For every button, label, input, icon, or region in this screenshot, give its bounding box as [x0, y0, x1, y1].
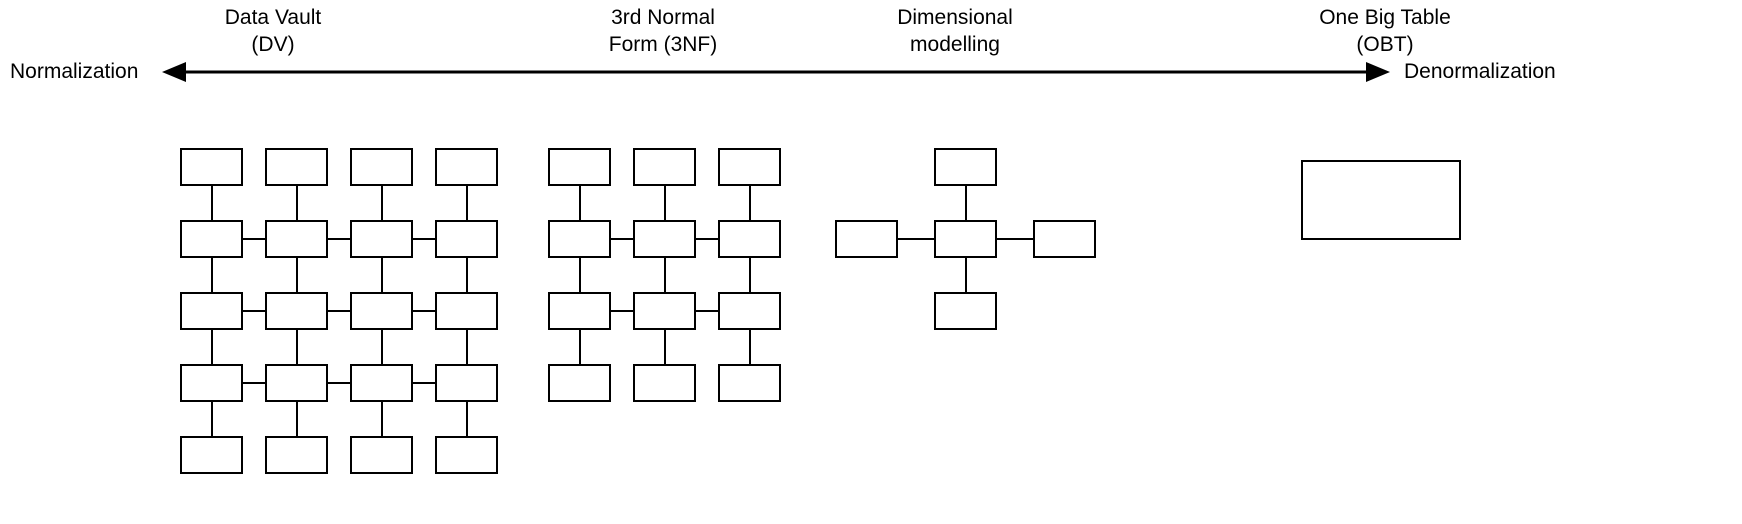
third-normal-form-connector-vertical	[748, 258, 751, 292]
third-normal-form-node[interactable]	[718, 220, 781, 258]
third-normal-form-node[interactable]	[633, 292, 696, 330]
third-normal-form-node[interactable]	[633, 220, 696, 258]
data-vault-node[interactable]	[180, 148, 243, 186]
third-normal-form-node[interactable]	[548, 148, 611, 186]
data-vault-connector-horizontal	[413, 238, 435, 240]
data-vault-node[interactable]	[180, 292, 243, 330]
double-headed-arrow-icon	[162, 62, 1390, 82]
dimensional-modelling-connector-vertical	[964, 186, 967, 220]
data-vault-node[interactable]	[265, 148, 328, 186]
data-vault-connector-vertical	[380, 330, 383, 364]
data-vault-connector-horizontal	[413, 382, 435, 384]
dimensional-modelling-fact-node[interactable]	[934, 220, 997, 258]
data-vault-connector-vertical	[465, 402, 468, 436]
model-title-third-normal-form: 3rd Normal Form (3NF)	[608, 6, 718, 57]
third-normal-form-node[interactable]	[718, 148, 781, 186]
dimensional-modelling-connector-horizontal	[898, 238, 934, 240]
third-normal-form-connector-vertical	[748, 330, 751, 364]
data-vault-connector-vertical	[295, 402, 298, 436]
model-title-one-big-table: One Big Table (OBT)	[1319, 6, 1451, 57]
data-vault-connector-vertical	[295, 186, 298, 220]
data-vault-node[interactable]	[265, 364, 328, 402]
data-vault-node[interactable]	[435, 292, 498, 330]
third-normal-form-connector-horizontal	[611, 238, 633, 240]
model-title-dimensional-modelling: Dimensional modelling	[897, 6, 1013, 57]
third-normal-form-connector-horizontal	[611, 310, 633, 312]
axis-label-normalization: Normalization	[10, 60, 139, 83]
third-normal-form-node[interactable]	[548, 364, 611, 402]
data-vault-connector-horizontal	[243, 382, 265, 384]
axis-label-denormalization: Denormalization	[1404, 60, 1556, 83]
data-vault-node[interactable]	[350, 148, 413, 186]
data-vault-connector-vertical	[465, 186, 468, 220]
data-vault-node[interactable]	[350, 220, 413, 258]
dimensional-modelling-connector-horizontal	[997, 238, 1033, 240]
third-normal-form-node[interactable]	[718, 364, 781, 402]
third-normal-form-node[interactable]	[718, 292, 781, 330]
data-vault-connector-horizontal	[328, 310, 350, 312]
data-vault-node[interactable]	[265, 292, 328, 330]
third-normal-form-node[interactable]	[633, 148, 696, 186]
data-vault-node[interactable]	[265, 436, 328, 474]
data-vault-node[interactable]	[435, 436, 498, 474]
third-normal-form-connector-vertical	[578, 258, 581, 292]
third-normal-form-connector-vertical	[663, 186, 666, 220]
data-vault-node[interactable]	[350, 364, 413, 402]
one-big-table-node[interactable]	[1301, 160, 1461, 240]
data-vault-connector-horizontal	[243, 238, 265, 240]
third-normal-form-connector-vertical	[578, 330, 581, 364]
data-vault-connector-vertical	[380, 402, 383, 436]
data-vault-connector-horizontal	[328, 382, 350, 384]
data-vault-node[interactable]	[350, 436, 413, 474]
dimensional-modelling-dimension-node[interactable]	[1033, 220, 1096, 258]
third-normal-form-node[interactable]	[548, 220, 611, 258]
third-normal-form-node[interactable]	[633, 364, 696, 402]
data-vault-node[interactable]	[265, 220, 328, 258]
data-vault-connector-vertical	[295, 330, 298, 364]
data-vault-node[interactable]	[180, 220, 243, 258]
data-vault-node[interactable]	[435, 364, 498, 402]
data-vault-connector-vertical	[295, 258, 298, 292]
dimensional-modelling-connector-vertical	[964, 258, 967, 292]
data-vault-connector-vertical	[210, 402, 213, 436]
data-vault-connector-vertical	[380, 258, 383, 292]
dimensional-modelling-dimension-node[interactable]	[934, 148, 997, 186]
data-vault-connector-vertical	[465, 330, 468, 364]
third-normal-form-node[interactable]	[548, 292, 611, 330]
dimensional-modelling-dimension-node[interactable]	[835, 220, 898, 258]
data-vault-node[interactable]	[435, 148, 498, 186]
data-vault-node[interactable]	[180, 364, 243, 402]
third-normal-form-connector-vertical	[578, 186, 581, 220]
data-vault-connector-horizontal	[413, 310, 435, 312]
data-vault-connector-vertical	[210, 258, 213, 292]
data-vault-connector-horizontal	[243, 310, 265, 312]
model-title-data-vault: Data Vault (DV)	[224, 6, 322, 57]
data-vault-node[interactable]	[180, 436, 243, 474]
data-vault-connector-vertical	[210, 330, 213, 364]
data-vault-node[interactable]	[435, 220, 498, 258]
third-normal-form-connector-horizontal	[696, 310, 718, 312]
third-normal-form-connector-vertical	[663, 330, 666, 364]
data-vault-connector-vertical	[380, 186, 383, 220]
third-normal-form-connector-vertical	[748, 186, 751, 220]
data-vault-node[interactable]	[350, 292, 413, 330]
third-normal-form-connector-horizontal	[696, 238, 718, 240]
data-vault-connector-vertical	[465, 258, 468, 292]
dimensional-modelling-dimension-node[interactable]	[934, 292, 997, 330]
third-normal-form-connector-vertical	[663, 258, 666, 292]
data-vault-connector-vertical	[210, 186, 213, 220]
data-vault-connector-horizontal	[328, 238, 350, 240]
